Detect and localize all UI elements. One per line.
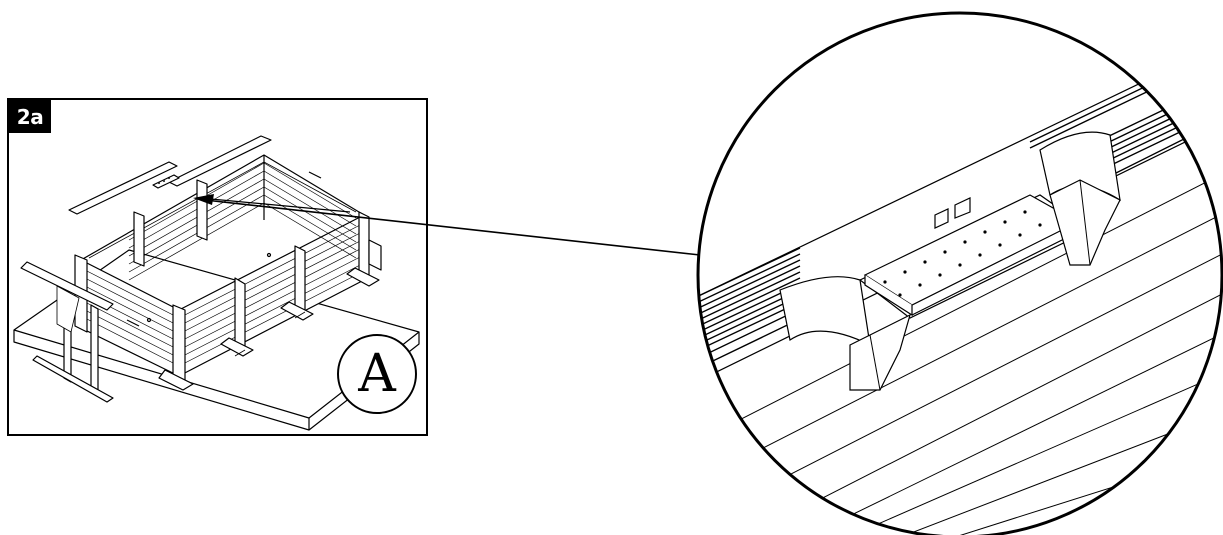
detail-circle — [696, 11, 1223, 535]
step-panel: 2a A — [7, 98, 428, 436]
callout-letter: A — [337, 334, 417, 414]
pool-frame-icon — [13, 135, 420, 431]
step-label: 2a — [9, 100, 51, 133]
rail-joint-detail-icon — [698, 13, 1222, 535]
